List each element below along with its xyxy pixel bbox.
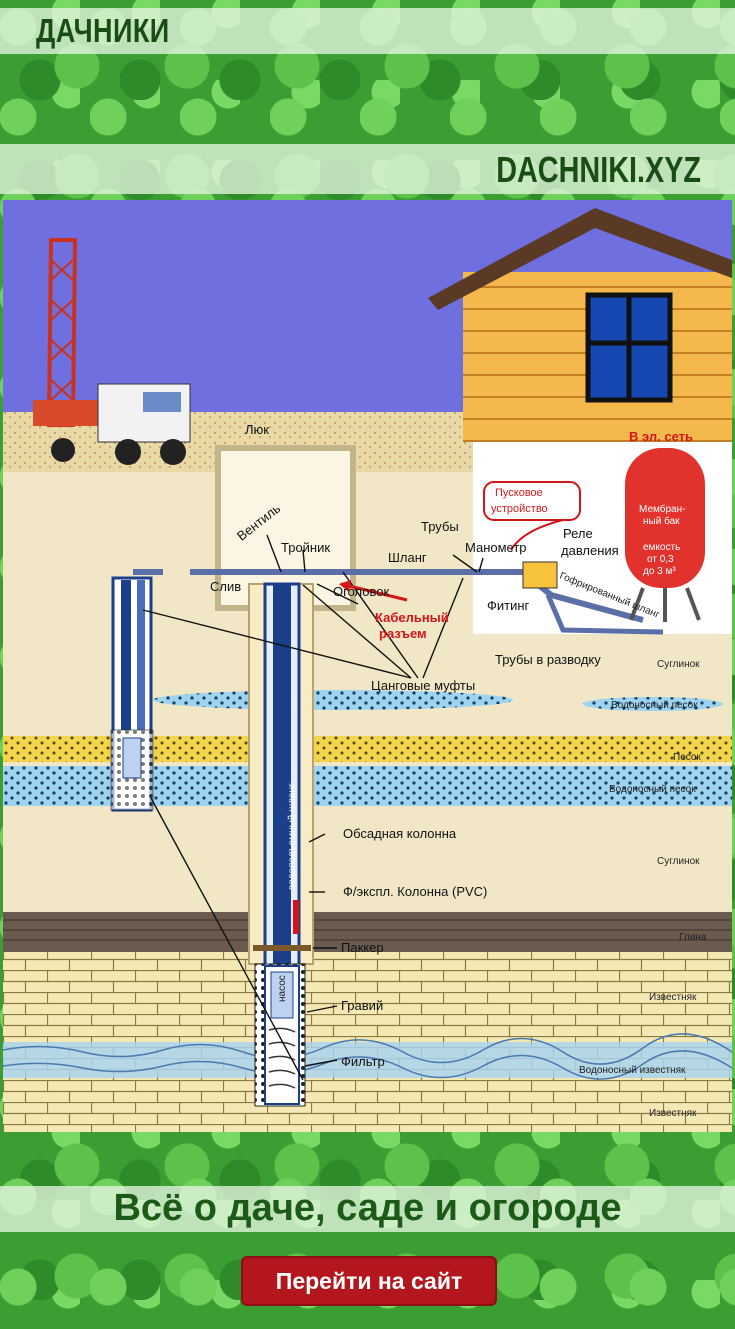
go-to-site-button[interactable]: Перейти на сайт — [241, 1256, 497, 1306]
label-kabel-1: Кабельный — [375, 610, 449, 625]
label-manometr: Манометр — [465, 540, 527, 555]
brand-banner: ДАЧНИКИ — [0, 8, 735, 54]
label-ekspl: Ф/экспл. Колонна (PVC) — [343, 884, 487, 899]
aquifer-sand-lens-1 — [153, 690, 513, 710]
label-luk: Люк — [245, 422, 269, 437]
label-kabel-2: разъем — [379, 626, 427, 641]
well-pit — [215, 445, 356, 611]
label-membran-1: Мембран- — [639, 503, 685, 515]
pointer-arrows — [142, 534, 484, 1081]
brand-name: ДАЧНИКИ — [36, 12, 170, 49]
label-ustroystvo: устройство — [491, 503, 548, 515]
label-puskovoe: Пусковое — [495, 487, 543, 499]
starter-box — [483, 481, 581, 521]
label-sliv: Слив — [210, 579, 241, 594]
label-shlang: Шланг — [388, 550, 427, 565]
tagline-text: Всё о даче, саде и огороде — [113, 1187, 622, 1229]
layer-izvestnyak-1: Известняк — [649, 992, 697, 1003]
label-emkost-1: емкость — [643, 542, 680, 553]
aquifer-sand-lens-2 — [583, 697, 723, 711]
label-nasos: насос — [277, 975, 288, 1002]
label-graviy: Гравий — [341, 998, 383, 1013]
label-rele-1: Реле — [563, 526, 593, 541]
layer-vodonos-pesok-1: Водоносный песок — [611, 700, 698, 711]
tagline-banner: Всё о даче, саде и огороде — [0, 1186, 735, 1232]
pump — [270, 971, 294, 1019]
drilling-rig — [33, 238, 191, 465]
layer-glina: Глина — [679, 932, 707, 943]
label-truby-razvod: Трубы в разводку — [495, 652, 601, 667]
layer-vodonos-pesok-2: Водоносный песок — [609, 784, 696, 795]
label-membran-2: ный бак — [643, 515, 680, 527]
water-lift-hose — [273, 584, 291, 974]
label-tsang: Цанговые муфты — [371, 678, 475, 693]
label-obsad: Обсадная колонна — [343, 826, 457, 841]
well-diagram-svg: Люк — [3, 200, 732, 1132]
membrane-tank — [625, 448, 705, 622]
site-banner: DACHNIKI.XYZ — [0, 144, 735, 194]
clay-layer — [3, 912, 732, 952]
layer-pesok: Песок — [673, 752, 701, 763]
label-packer: Паккер — [341, 940, 384, 955]
site-domain[interactable]: DACHNIKI.XYZ — [496, 149, 701, 190]
label-emkost-2: от 0,3 — [647, 554, 674, 565]
label-truby: Трубы — [421, 519, 459, 534]
label-v-el-set: В эл. сеть — [629, 429, 693, 444]
layer-suglinok-2: Суглинок — [657, 856, 700, 867]
well-diagram: Люк — [3, 200, 732, 1132]
label-fiting: Фитинг — [487, 598, 530, 613]
label-troynik: Тройник — [281, 540, 330, 555]
pressure-relay — [522, 561, 558, 589]
layer-vodonos-izv: Водоносный известняк — [579, 1065, 686, 1076]
label-ogolovok: Оголовок — [333, 584, 389, 599]
packer — [253, 945, 311, 951]
layer-izvestnyak-2: Известняк — [649, 1108, 697, 1119]
label-emkost-3: до 3 м³ — [643, 566, 676, 577]
label-rele-2: давления — [561, 543, 619, 558]
label-filtr: Фильтр — [341, 1054, 385, 1069]
layer-suglinok-1: Суглинок — [657, 659, 700, 670]
label-vodopod: водоподъемный шланг — [287, 783, 298, 890]
